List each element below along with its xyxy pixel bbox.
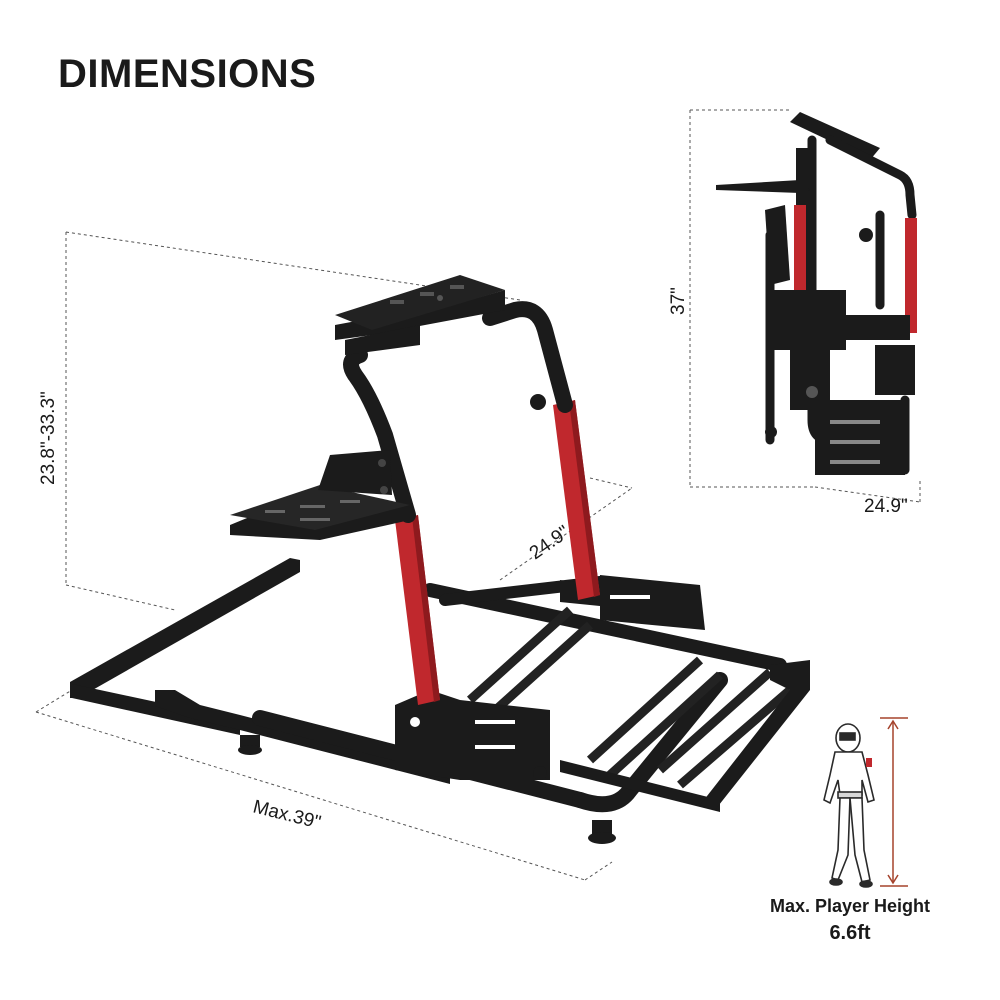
player-height-value: 6.6ft <box>829 922 871 944</box>
folded-depth-label: 24.9" <box>864 496 908 517</box>
folded-guides <box>689 109 921 503</box>
player-figure <box>823 723 875 888</box>
depth-label: 24.9" <box>526 522 574 564</box>
height-indicator <box>880 717 908 887</box>
height-range-label: 23.8"-33.3" <box>38 391 59 485</box>
dimension-guides <box>35 231 633 881</box>
page-title: DIMENSIONS <box>58 52 317 96</box>
folded-stand <box>689 109 921 503</box>
main-stand <box>70 275 810 844</box>
length-label: Max.39" <box>251 796 323 833</box>
player-height-label: Max. Player Height <box>769 896 931 916</box>
folded-height-label: 37" <box>668 287 689 315</box>
